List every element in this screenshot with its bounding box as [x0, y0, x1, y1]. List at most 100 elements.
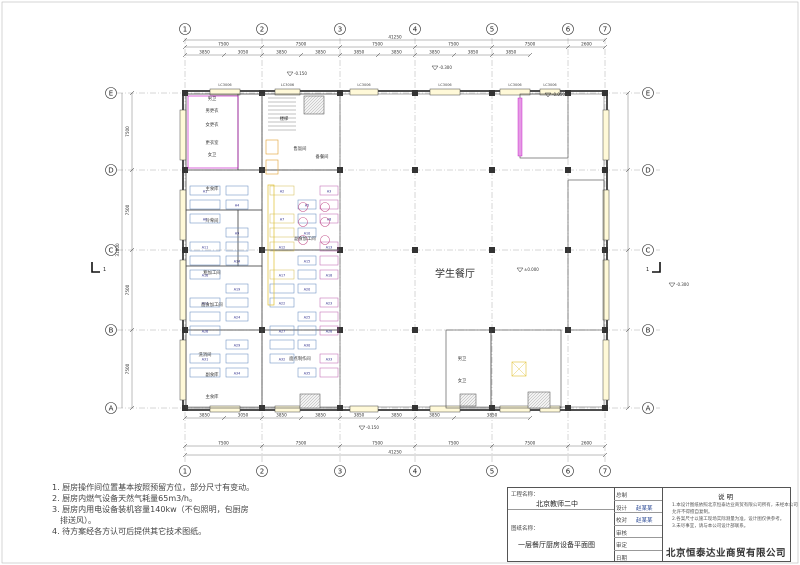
hatch-line [527, 391, 538, 402]
note-2: 2. 厨房内燃气设备天然气耗量65m3/h。 [52, 494, 198, 503]
hatch-line [527, 391, 541, 405]
axis-col-label: 6 [566, 26, 571, 34]
plan-labels: 主食库副食库更衣室男更衣女更衣男卫女卫冷荤间粗加工间面食加工间副食加工间面点制作… [91, 65, 689, 431]
wok-burner [298, 217, 308, 227]
section-mark-left [91, 262, 100, 273]
elevation-marker [668, 282, 676, 288]
equipment-block [225, 199, 249, 210]
axis-row-label: E [646, 90, 650, 98]
equipment-block [269, 213, 295, 224]
hatch-line [462, 393, 476, 407]
kitchen-rooms [185, 93, 605, 409]
axis-row-bubble [642, 87, 654, 99]
dim-axis-top-tick [565, 44, 571, 50]
structural-column [182, 167, 188, 173]
window [349, 88, 379, 96]
dim-axis-top-tick [259, 44, 265, 50]
window-tag: LC3006 [438, 83, 451, 87]
structural-column [602, 90, 608, 96]
structural-column [182, 405, 188, 411]
equipment-tag: A16 [202, 273, 208, 277]
equipment-block [297, 339, 317, 350]
dim-left-text: 7500 [125, 363, 130, 374]
equipment-block [319, 311, 339, 322]
equipment-block [297, 311, 317, 322]
equipment-block [225, 185, 249, 196]
room-partition [185, 93, 239, 171]
equipment-block [297, 227, 317, 238]
dim-sub-top-tick [375, 52, 381, 58]
dim-sub-bottom-tick [182, 415, 188, 421]
hatch-line [303, 95, 317, 109]
window [539, 88, 561, 96]
note-3: 3. 厨房内用电设备装机容量140kw（不包照明，包厨房 [52, 505, 249, 514]
dim-right-tick [625, 167, 631, 173]
hatch-line [303, 95, 308, 100]
dim-sub-bottom-tick [375, 415, 381, 421]
equipment-tag: A22 [279, 301, 285, 305]
equipment-tag: A18 [326, 273, 332, 277]
room-partition [185, 329, 263, 409]
dim-sub-bottom-text: 3850 [391, 413, 402, 418]
axis-col-label: 1 [183, 26, 187, 34]
hatch-line [303, 95, 314, 106]
dim-sub-top-tick [451, 52, 457, 58]
elevation-label: -0.300 [676, 282, 689, 287]
note-1: 1. 厨房操作间位置基本按照预留方位，部分尺寸有变动。 [52, 483, 255, 492]
dim-sub-top-tick [412, 52, 418, 58]
room-label: 洗消间 [199, 351, 212, 358]
dim-right-tick [625, 247, 631, 253]
section-mark-num: 1 [103, 267, 106, 273]
serving-counter [267, 184, 275, 306]
axis-row-bubble [642, 402, 654, 414]
axis-col-label: 7 [603, 26, 607, 34]
elevation-label: -0.150 [366, 425, 379, 430]
equipment-block [225, 353, 249, 364]
equipment-tag: A29 [234, 343, 240, 347]
equipment-block [269, 269, 295, 280]
equipment-block [297, 325, 317, 336]
equipment-block [225, 227, 249, 238]
axis-row-label: B [109, 327, 114, 335]
dim-sub-top-text: 3850 [429, 50, 440, 55]
equipment-block [297, 367, 317, 378]
room-label: 女卫 [458, 377, 467, 384]
remark-line-4: 3.未尽事宜，请与本公司设计部联系。 [672, 524, 749, 529]
hatch-line [535, 393, 551, 409]
title-block: 工程名称： 北京教师二中 图纸名称： 一层餐厅厨房设备平面图 总制设计赵某某校对… [507, 487, 798, 562]
elevation-label: -0.300 [439, 65, 452, 70]
equipment-block [189, 269, 221, 280]
axis-row-bubble [105, 402, 117, 414]
equipment-tag: A7 [280, 217, 284, 221]
dim-sub-bottom-tick [298, 415, 304, 421]
structural-column [489, 247, 495, 253]
dim-axis-top-tick [602, 44, 608, 50]
wok-burner [320, 235, 330, 245]
elevation-marker [544, 92, 552, 98]
dim-left-tick [129, 167, 135, 173]
wok-burner [298, 202, 308, 212]
dim-sub-bottom-text: 3850 [487, 413, 498, 418]
structural-column [602, 327, 608, 333]
room-label: 主食库 [206, 393, 220, 400]
dim-sub-top-tick [298, 52, 304, 58]
hatch-line [299, 393, 304, 398]
structural-column [182, 327, 188, 333]
role-label: 日期 [616, 555, 628, 562]
hatch-line [300, 393, 316, 409]
dim-left-total-text: 31800 [115, 243, 120, 257]
dim-axis-top-tick [412, 44, 418, 50]
dim-right-tick [625, 405, 631, 411]
equipment-tag: A2 [280, 189, 284, 193]
room-label: 冷荤间 [206, 217, 219, 224]
axis-row-label: A [646, 405, 651, 413]
hatch-line [318, 406, 321, 409]
axis-col-bubble [409, 465, 421, 477]
dim-sub-top-tick [259, 52, 265, 58]
window [209, 88, 241, 96]
elevation-label: ±0.000 [524, 267, 539, 272]
equipment-block [269, 241, 295, 252]
dim-sub-bottom-text: 3850 [315, 413, 326, 418]
hatch-line [299, 393, 313, 407]
